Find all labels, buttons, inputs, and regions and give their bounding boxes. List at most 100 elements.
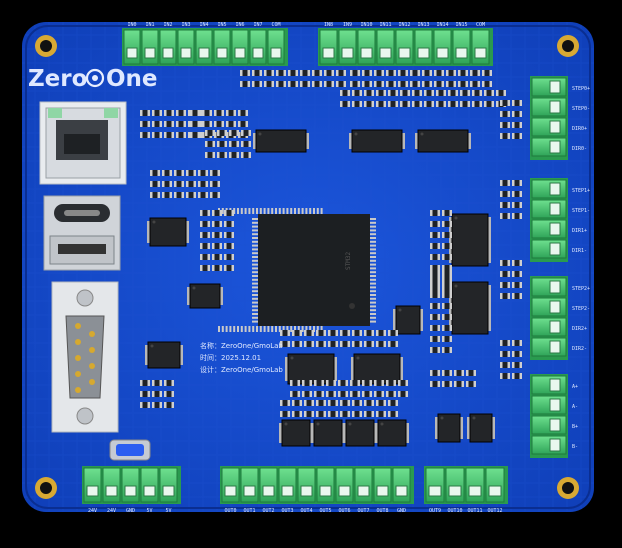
smd-part (454, 370, 464, 376)
smd-part (164, 402, 174, 408)
smd-part (430, 325, 440, 331)
right-terminal: A+A-B+B- (530, 374, 578, 458)
smd-part (340, 400, 350, 406)
terminal-pin: OUT8 (373, 467, 392, 514)
terminal-pin-label: IN2 (163, 22, 172, 28)
terminal-pin-label: IN14 (436, 22, 448, 28)
smd-part (312, 81, 322, 87)
terminal-pin: DIR0- (531, 137, 587, 157)
smd-part (210, 192, 220, 198)
smd-part (140, 110, 150, 116)
smd-part (205, 130, 215, 136)
smd-part (217, 152, 227, 158)
smd-part (162, 192, 172, 198)
terminal-pin-label: OUT11 (467, 508, 482, 514)
smd-part (200, 265, 210, 271)
terminal-pin: OUT2 (259, 467, 278, 514)
terminal-pin: OUT3 (278, 467, 297, 514)
smd-part (430, 243, 440, 249)
smd-part (500, 373, 510, 379)
smd-part (364, 330, 374, 336)
smd-part (500, 133, 510, 139)
smd-part (140, 380, 150, 386)
ic-chip (279, 419, 313, 447)
smd-part (482, 81, 492, 87)
db9-serial-connector (51, 281, 119, 433)
smd-part (241, 152, 251, 158)
smd-part (430, 370, 440, 376)
smd-part (200, 210, 210, 216)
smd-part (352, 101, 362, 107)
terminal-pin-label: B+ (572, 424, 578, 430)
terminal-pin: DIR1- (531, 239, 587, 259)
terminal-pin: IN3 (177, 22, 195, 65)
terminal-pin-label: DIR0- (572, 146, 587, 152)
smd-part (442, 210, 452, 216)
smd-part (500, 100, 510, 106)
smd-part (304, 400, 314, 406)
main-mcu: STM32 (218, 208, 376, 332)
smd-part (500, 293, 510, 299)
smd-part (214, 121, 224, 127)
terminal-pin-label: IN12 (398, 22, 410, 28)
smd-part (326, 380, 336, 386)
smd-part (340, 330, 350, 336)
terminal-pin: IN4 (195, 22, 213, 65)
smd-part (316, 400, 326, 406)
smd-part (202, 121, 212, 127)
smd-part (162, 181, 172, 187)
smd-part (466, 381, 476, 387)
smd-part (290, 391, 300, 397)
smd-part (229, 141, 239, 147)
smd-part (500, 340, 510, 346)
smd-part (224, 232, 234, 238)
smd-part (328, 411, 338, 417)
smd-part (150, 170, 160, 176)
terminal-pin-label: OUT2 (262, 508, 274, 514)
smd-part (430, 254, 440, 260)
terminal-pin-label: OUT10 (447, 508, 462, 514)
smd-part (430, 276, 440, 282)
terminal-pin-label: OUT5 (319, 508, 331, 514)
smd-part (460, 101, 470, 107)
terminal-pin: STEP0- (531, 97, 590, 117)
smd-part (410, 70, 420, 76)
terminal-pin: DIR0+ (531, 117, 587, 137)
smd-part (512, 271, 522, 277)
smd-part (446, 81, 456, 87)
terminal-pin: GND (392, 467, 411, 514)
smd-part (442, 281, 452, 287)
smd-part (436, 90, 446, 96)
terminal-pin-label: OUT4 (300, 508, 312, 514)
smd-part (328, 400, 338, 406)
smd-part (224, 265, 234, 271)
terminal-pin-label: IN15 (455, 22, 467, 28)
smd-part (280, 330, 290, 336)
smd-part (212, 232, 222, 238)
smd-part (224, 210, 234, 216)
terminal-pin-label: GND (397, 508, 406, 514)
smd-part (436, 101, 446, 107)
terminal-pin-label: OUT6 (338, 508, 350, 514)
smd-part (340, 101, 350, 107)
smd-part (316, 411, 326, 417)
smd-part (442, 314, 452, 320)
terminal-pin-label: OUT1 (243, 508, 255, 514)
smd-part (376, 341, 386, 347)
smd-part (174, 170, 184, 176)
board-logo: Zero One (28, 66, 158, 92)
smd-part (442, 243, 452, 249)
smd-part (292, 411, 302, 417)
smd-part (241, 130, 251, 136)
smd-part (302, 391, 312, 397)
right-terminals: STEP0+STEP0-DIR0+DIR0-STEP1+STEP1-DIR1+D… (530, 76, 590, 458)
usb-connectors (43, 195, 121, 271)
smd-part (352, 411, 362, 417)
smd-part (398, 380, 408, 386)
smd-components (140, 70, 522, 417)
smd-part (316, 341, 326, 347)
smd-part (152, 121, 162, 127)
smd-part (388, 101, 398, 107)
